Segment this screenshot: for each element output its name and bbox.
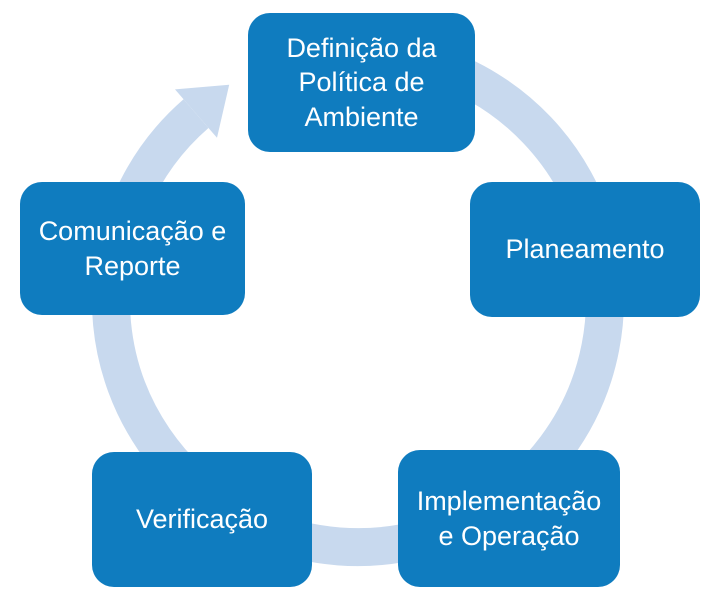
node-planeamento: Planeamento — [470, 182, 700, 317]
node-label: Definição da Política de Ambiente — [286, 33, 437, 132]
arrowhead-icon — [175, 84, 230, 138]
node-definicao-da-politica-de-ambiente: Definição da Política de Ambiente — [248, 13, 475, 152]
node-label: Implementação e Operação — [416, 486, 602, 551]
node-comunicacao-e-reporte: Comunicação e Reporte — [20, 182, 245, 315]
node-label: Planeamento — [505, 234, 665, 265]
node-label: Comunicação e Reporte — [38, 216, 227, 281]
node-label: Verificação — [135, 504, 269, 535]
node-verificacao: Verificação — [92, 452, 312, 587]
node-implementacao-e-operacao: Implementação e Operação — [398, 450, 620, 587]
